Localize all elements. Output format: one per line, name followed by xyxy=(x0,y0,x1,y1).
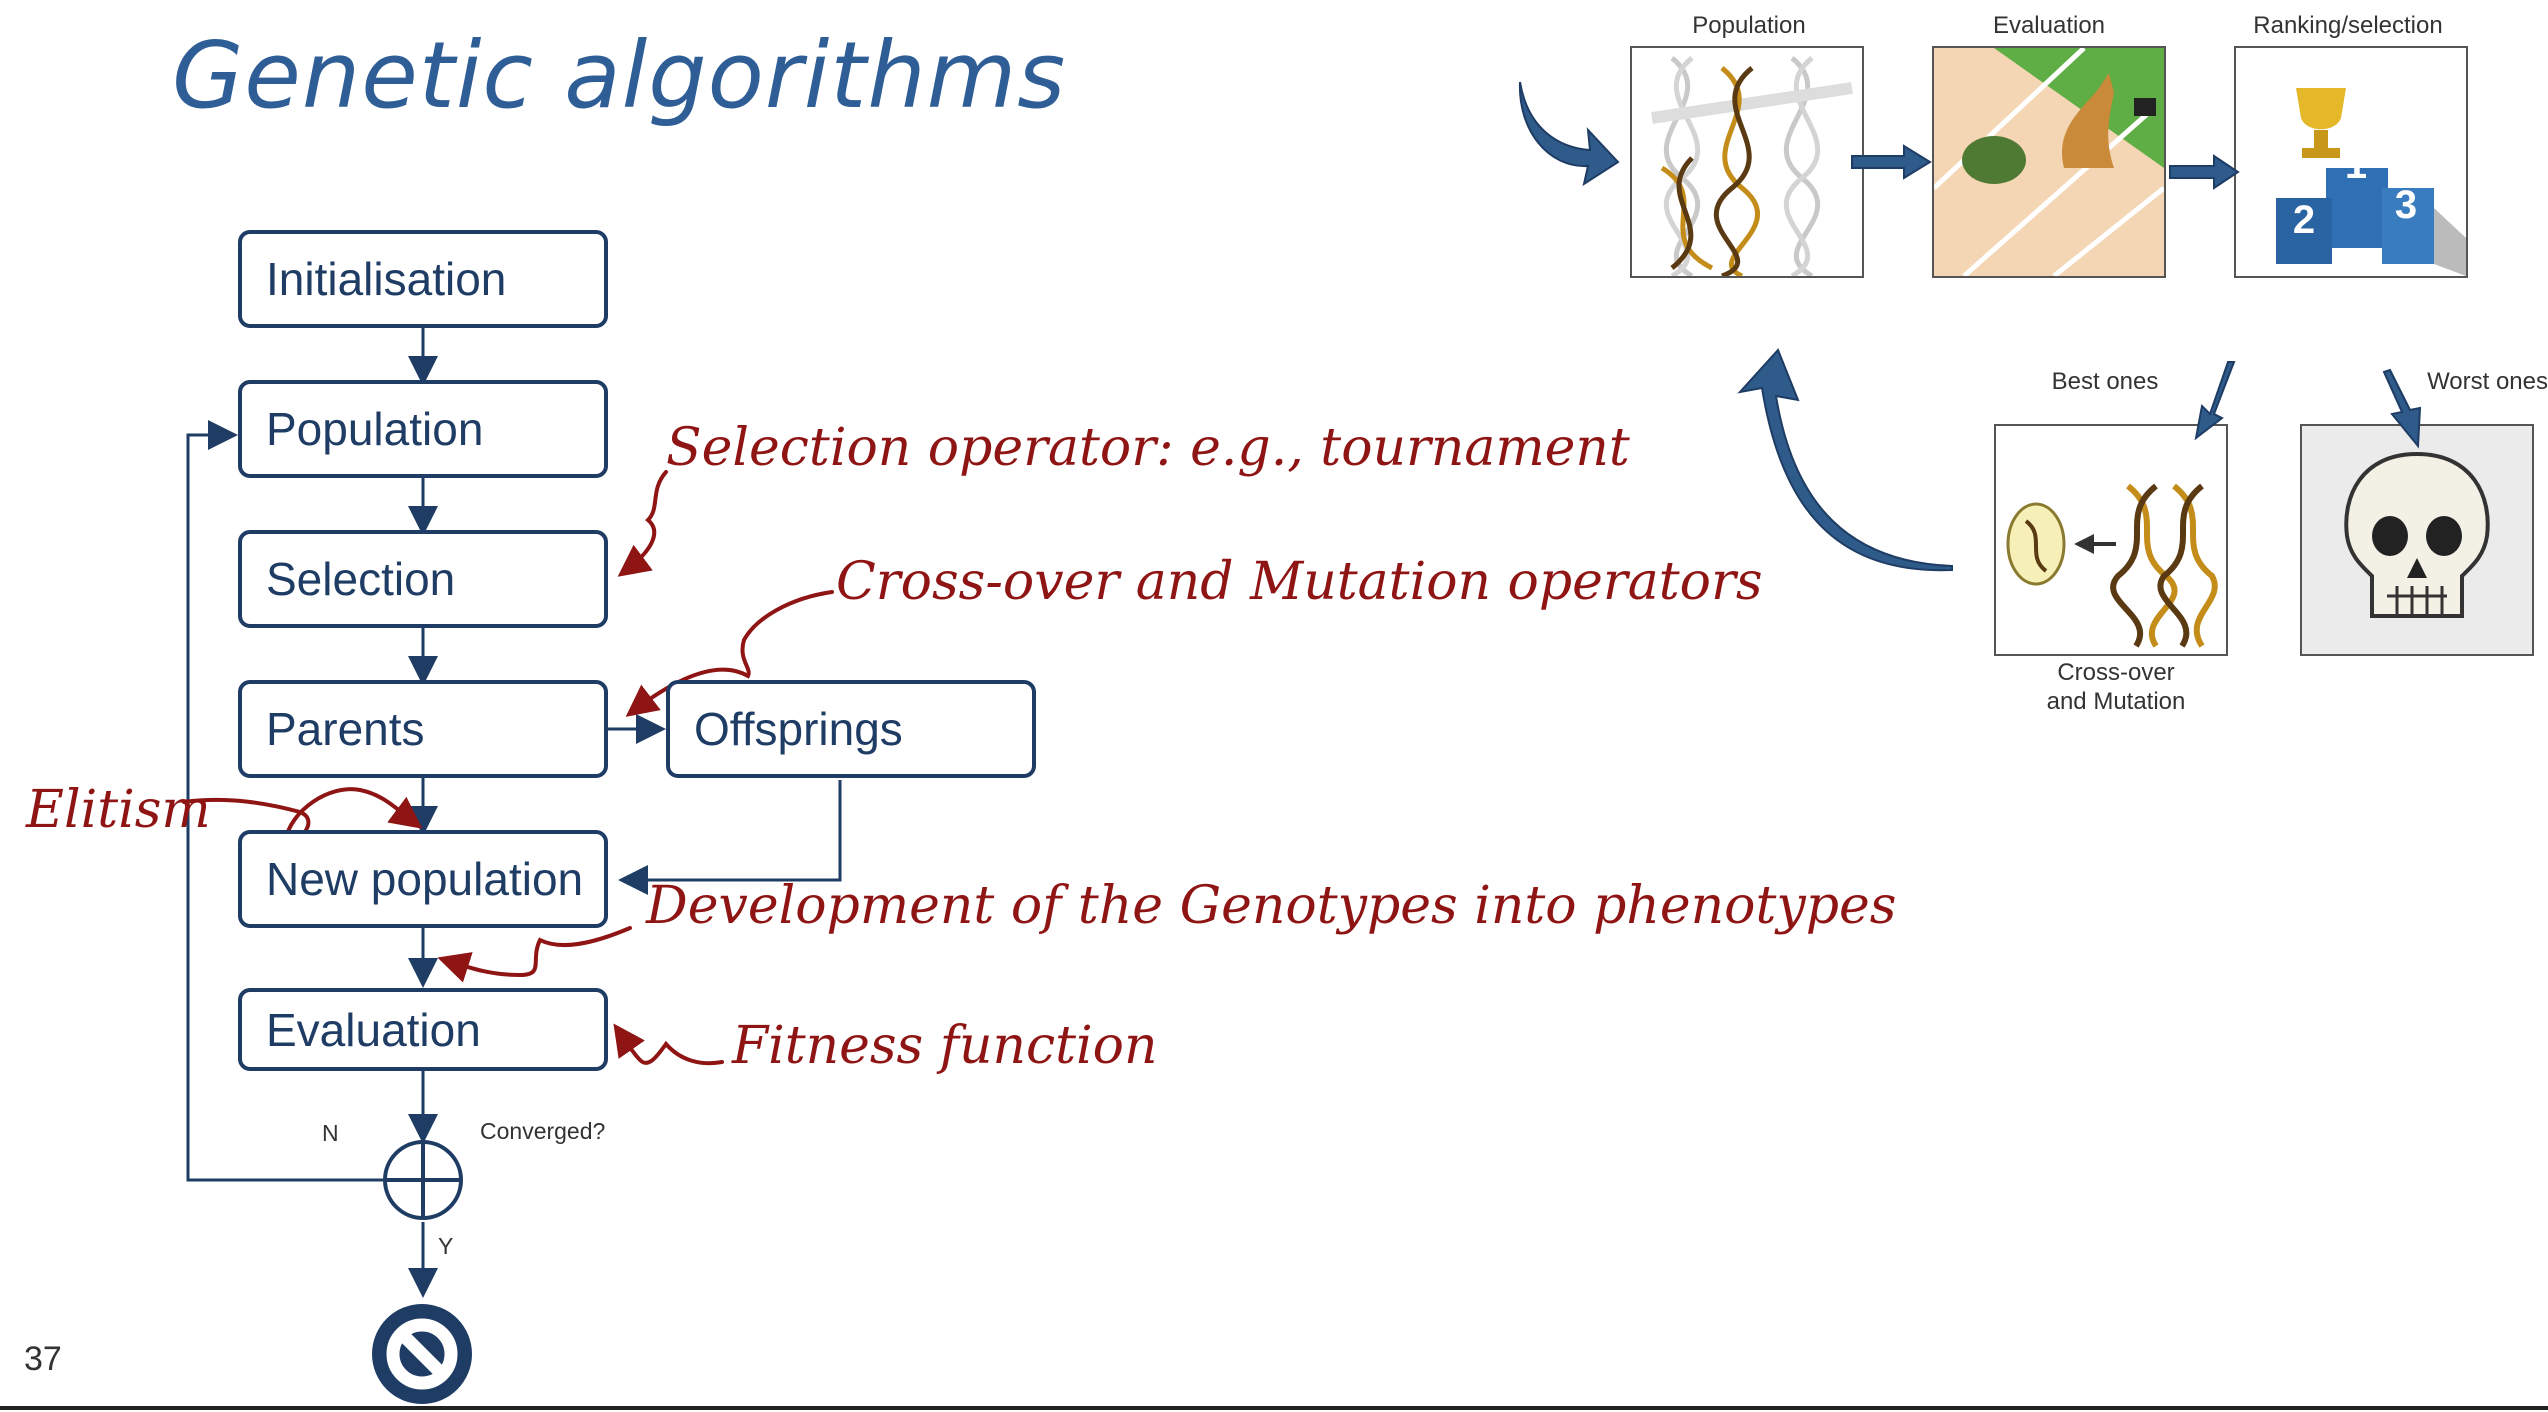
annotation-crossover-mutation: Cross-over and Mutation operators xyxy=(836,552,1763,612)
caption-crossover: Cross-over and Mutation xyxy=(2046,659,2186,715)
arrow-loop-icon xyxy=(1737,348,1953,572)
panel-crossover xyxy=(1994,424,2228,656)
arrow-in-icon xyxy=(1518,81,1620,187)
arrow-pop-eval-icon xyxy=(1851,144,1932,180)
edge-loop-back xyxy=(186,420,383,1182)
stop-icon xyxy=(372,1304,472,1404)
podium-1-label: 1 xyxy=(2344,143,2368,187)
box-evaluation: Evaluation xyxy=(238,988,608,1071)
podium-3-label: 3 xyxy=(2394,183,2418,227)
curve-development xyxy=(437,926,632,983)
page-number: 37 xyxy=(24,1340,62,1378)
arrow-worst-icon xyxy=(2382,368,2422,449)
panel-evaluation xyxy=(1932,46,2166,278)
box-population: Population xyxy=(238,380,608,478)
egg-dna-icon xyxy=(2006,483,2218,648)
curve-fitness xyxy=(613,1023,724,1066)
decision-label: Converged? xyxy=(480,1118,606,1144)
caption-population: Population xyxy=(1692,12,1806,39)
box-parents: Parents xyxy=(238,680,608,778)
box-offsprings: Offsprings xyxy=(666,680,1036,778)
dna-icon xyxy=(1651,56,1853,276)
annotation-development: Development of the Genotypes into phenot… xyxy=(646,876,1897,936)
box-initialisation: Initialisation xyxy=(238,230,608,328)
brace-selection xyxy=(617,470,668,577)
panel-population xyxy=(1630,46,1864,278)
podium-icon xyxy=(2276,88,2466,276)
decision-yes-label: Y xyxy=(438,1233,454,1259)
race-icon xyxy=(1934,48,2164,276)
decision-no-label: N xyxy=(322,1120,339,1146)
caption-best: Best ones xyxy=(2051,368,2159,395)
turtle-icon xyxy=(1962,136,2026,184)
arrow-eval-rank-icon xyxy=(2169,154,2240,190)
box-new-population: New population xyxy=(238,830,608,928)
kangaroo-icon xyxy=(2062,73,2114,168)
panel-ranking: 1 2 3 xyxy=(2234,46,2468,278)
caption-worst: Worst ones xyxy=(2427,368,2548,395)
page-title: Genetic algorithms xyxy=(172,22,1067,129)
annotation-selection-operator: Selection operator: e.g., tournament xyxy=(666,418,1630,478)
arrow-best-icon xyxy=(2194,361,2236,441)
annotation-fitness: Fitness function xyxy=(732,1016,1158,1076)
box-selection: Selection xyxy=(238,530,608,628)
edge-offsprings-newpop xyxy=(618,780,842,895)
flag-icon xyxy=(2134,98,2156,116)
bottom-rule xyxy=(0,1406,2548,1410)
caption-ranking: Ranking/selection xyxy=(2253,12,2443,39)
annotation-elitism: Elitism xyxy=(26,780,211,840)
podium-2-label: 2 xyxy=(2292,198,2316,242)
caption-evaluation: Evaluation xyxy=(1992,12,2106,39)
curve-crossover xyxy=(625,590,834,717)
skull-icon xyxy=(2344,451,2490,618)
